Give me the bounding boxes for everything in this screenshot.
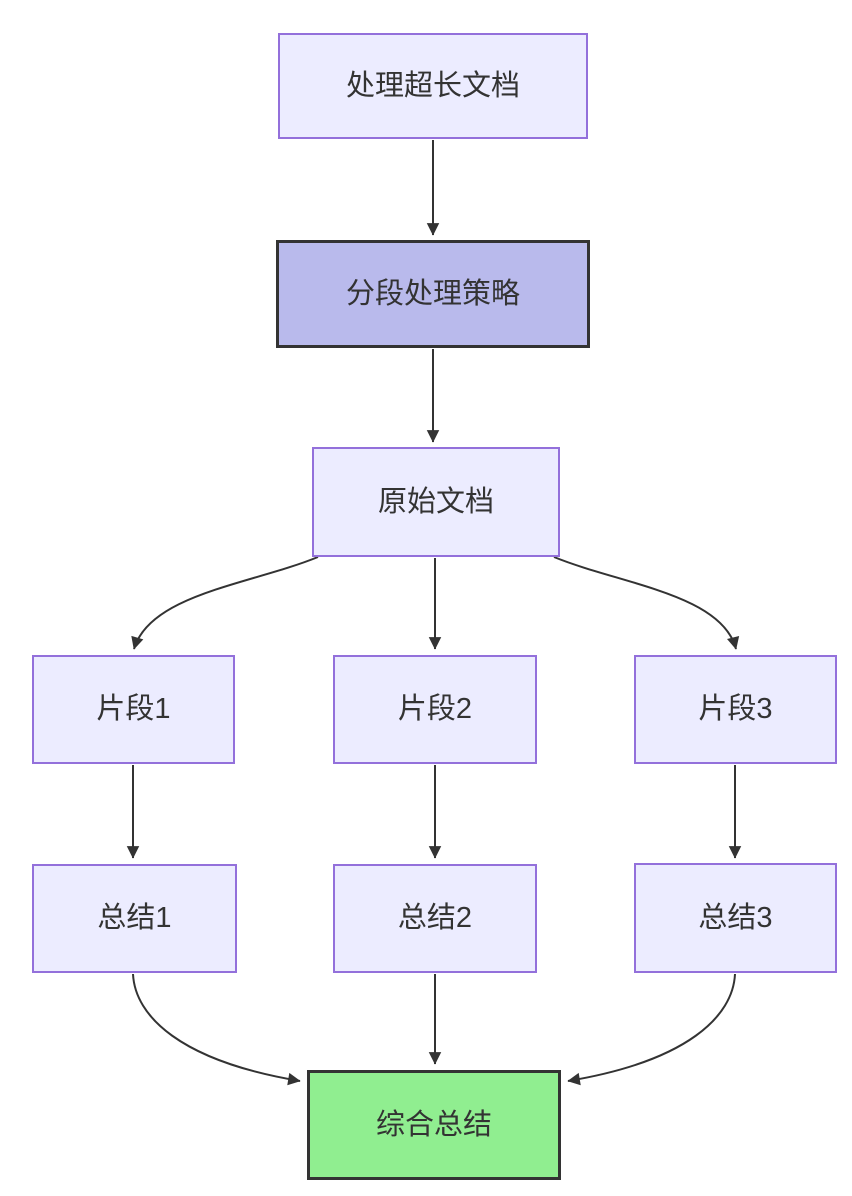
node-process-long-document: 处理超长文档 — [278, 33, 588, 139]
edge-e1-f — [132, 973, 301, 1086]
edge-c-d3 — [553, 556, 740, 650]
node-fragment-2: 片段2 — [333, 655, 537, 764]
node-summary-3: 总结3 — [634, 863, 837, 973]
edge-c-d1 — [131, 556, 319, 650]
node-combined-summary: 综合总结 — [307, 1070, 561, 1180]
edge-e3-f — [567, 973, 736, 1086]
node-summary-1: 总结1 — [32, 864, 237, 973]
node-segmentation-strategy: 分段处理策略 — [276, 240, 590, 348]
node-summary-2: 总结2 — [333, 864, 537, 973]
node-fragment-3: 片段3 — [634, 655, 837, 764]
node-fragment-1: 片段1 — [32, 655, 235, 764]
node-original-document: 原始文档 — [312, 447, 560, 557]
